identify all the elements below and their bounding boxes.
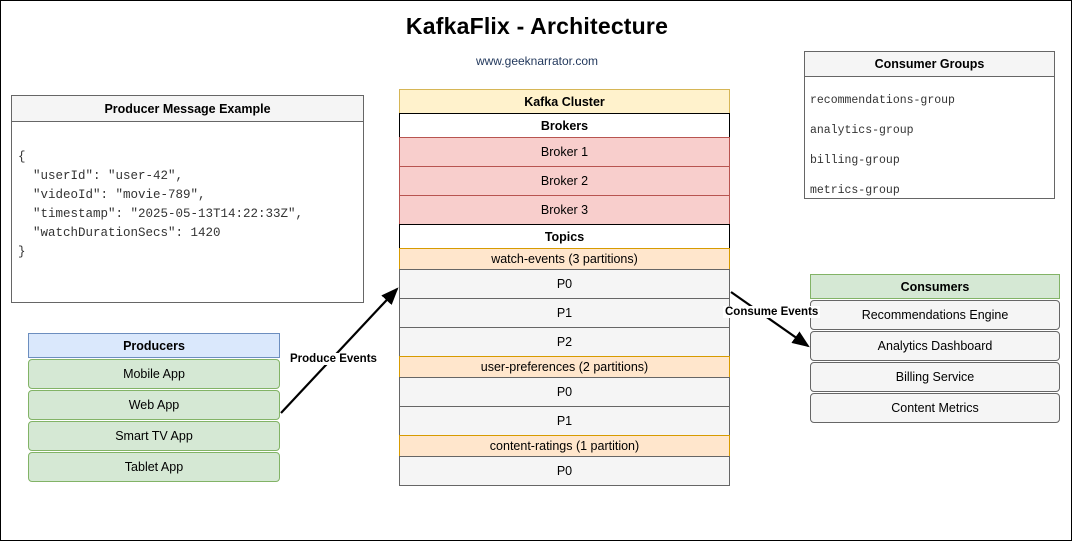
consumer-item-analytics-dashboard[interactable]: Analytics Dashboard: [810, 331, 1060, 361]
brokers-section-title: Brokers: [399, 113, 730, 138]
consumer-group-metrics: metrics-group: [810, 184, 900, 197]
consumer-group-recommendations: recommendations-group: [810, 94, 955, 107]
producer-message-panel: Producer Message Example { "userId": "us…: [11, 95, 364, 303]
topic-watch-events-partition-p2[interactable]: P2: [399, 327, 730, 357]
consumers-panel: Consumers Recommendations Engine Analyti…: [810, 274, 1060, 423]
topic-user-preferences-partition-p0[interactable]: P0: [399, 377, 730, 407]
topic-watch-events-partition-p0[interactable]: P0: [399, 269, 730, 299]
topic-watch-events-partition-p1[interactable]: P1: [399, 298, 730, 328]
producer-item-tablet-app[interactable]: Tablet App: [28, 452, 280, 482]
broker-1[interactable]: Broker 1: [399, 137, 730, 167]
consumer-item-content-metrics[interactable]: Content Metrics: [810, 393, 1060, 423]
producers-title: Producers: [28, 333, 280, 358]
topic-watch-events[interactable]: watch-events (3 partitions): [399, 248, 730, 270]
page-subtitle: www.geeknarrator.com: [475, 54, 599, 68]
consumer-groups-title: Consumer Groups: [805, 52, 1054, 77]
produce-events-label: Produce Events: [288, 353, 379, 365]
topic-user-preferences[interactable]: user-preferences (2 partitions): [399, 356, 730, 378]
broker-2[interactable]: Broker 2: [399, 166, 730, 196]
page-title: KafkaFlix - Architecture: [405, 13, 669, 39]
consumer-item-billing-service[interactable]: Billing Service: [810, 362, 1060, 392]
producer-message-body: { "userId": "user-42", "videoId": "movie…: [18, 150, 304, 259]
consumer-group-analytics: analytics-group: [810, 124, 914, 137]
producer-item-smart-tv-app[interactable]: Smart TV App: [28, 421, 280, 451]
producer-message-title: Producer Message Example: [12, 96, 363, 122]
consumer-groups-list: recommendations-group analytics-group bi…: [805, 77, 1054, 206]
consumer-group-billing: billing-group: [810, 154, 900, 167]
consume-events-label: Consume Events: [723, 306, 821, 318]
producer-item-web-app[interactable]: Web App: [28, 390, 280, 420]
consumers-title: Consumers: [810, 274, 1060, 299]
topic-content-ratings-partition-p0[interactable]: P0: [399, 456, 730, 486]
produce-events-arrow: [280, 287, 399, 414]
broker-3[interactable]: Broker 3: [399, 195, 730, 225]
kafka-cluster-title: Kafka Cluster: [399, 89, 730, 114]
consume-events-arrow: [730, 291, 810, 348]
consumer-groups-panel: Consumer Groups recommendations-group an…: [804, 51, 1055, 199]
topic-user-preferences-partition-p1[interactable]: P1: [399, 406, 730, 436]
kafka-cluster-panel: Kafka Cluster Brokers Broker 1 Broker 2 …: [399, 89, 730, 497]
producer-item-mobile-app[interactable]: Mobile App: [28, 359, 280, 389]
producers-panel: Producers Mobile App Web App Smart TV Ap…: [28, 333, 280, 482]
topics-section-title: Topics: [399, 224, 730, 249]
consumer-item-recommendations-engine[interactable]: Recommendations Engine: [810, 300, 1060, 330]
topic-content-ratings[interactable]: content-ratings (1 partition): [399, 435, 730, 457]
